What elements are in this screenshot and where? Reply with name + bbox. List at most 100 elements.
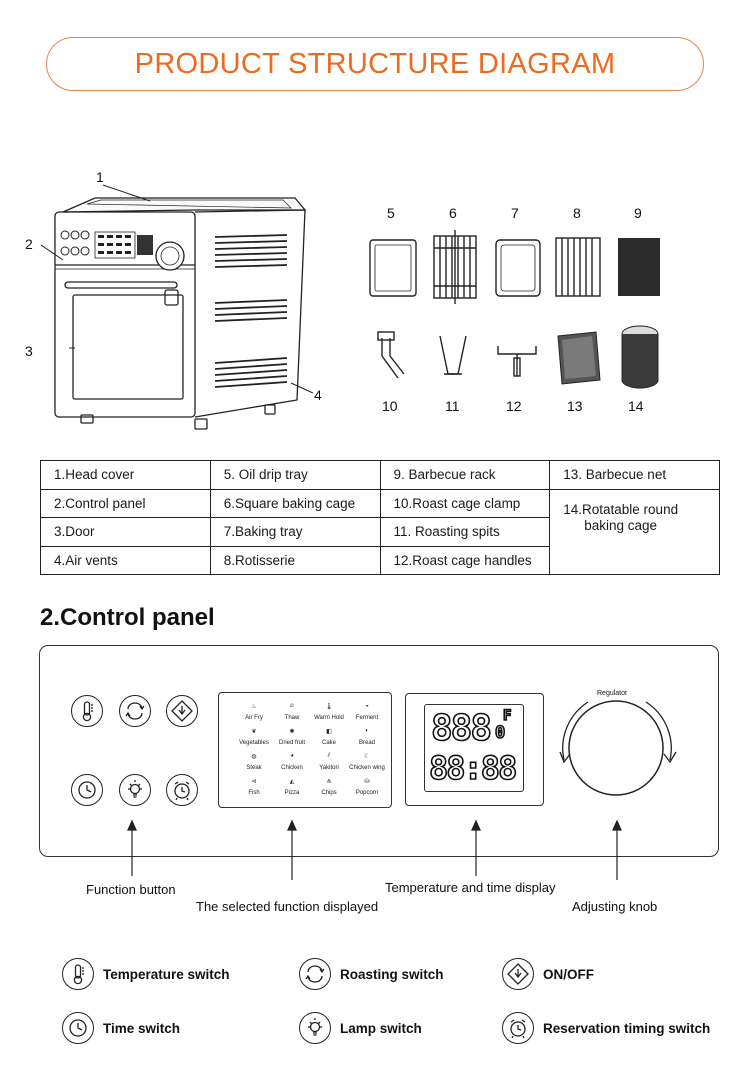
callout-number-2: 2	[25, 236, 33, 252]
function-label: Dried fruit	[278, 740, 305, 746]
power-diamond-icon	[171, 700, 193, 722]
function-label: Vegetables	[239, 740, 269, 746]
accessory-number-6: 6	[449, 205, 457, 221]
legend-label: Temperature switch	[103, 966, 230, 982]
lightbulb-icon	[128, 780, 142, 798]
accessory-number-12: 12	[506, 398, 522, 414]
roasting-switch-button[interactable]	[119, 695, 151, 727]
function-label: Warm Hold	[314, 715, 344, 721]
table-cell: 6.Square baking cage	[209, 488, 381, 518]
temperature-decimal: 0	[494, 723, 506, 743]
power-diamond-icon	[502, 958, 534, 990]
page-title: PRODUCT STRUCTURE DIAGRAM	[134, 47, 616, 80]
legend-roasting-switch: Roasting switch	[299, 957, 444, 991]
accessory-number-5: 5	[387, 205, 395, 221]
function-label: Yakitori	[319, 765, 339, 771]
fruit-icon: ✺	[289, 729, 295, 735]
table-cell-merged: 14.Rotatable round baking cage	[549, 488, 720, 575]
accessories-illustration	[369, 230, 660, 389]
reservation-timing-button[interactable]	[166, 774, 198, 806]
function-label: Popcorn	[355, 790, 379, 796]
table-cell: 5. Oil drip tray	[209, 460, 381, 490]
function-item: ☾Chicken wing	[346, 753, 388, 771]
function-item: ⫽ Yakitori	[308, 753, 350, 771]
skewer-icon: ⫽	[327, 753, 331, 759]
lightbulb-icon	[299, 1012, 331, 1044]
callout-lines	[127, 819, 622, 880]
legend-label: Lamp switch	[340, 1020, 422, 1036]
accessory-number-9: 9	[634, 205, 642, 221]
function-label: Chicken wing	[349, 765, 385, 771]
function-item: ◍ Steak	[233, 753, 275, 771]
vegetable-icon: ❦	[251, 729, 257, 735]
table-cell: 3.Door	[40, 517, 211, 547]
time-switch-button[interactable]	[71, 774, 103, 806]
rotate-icon	[299, 958, 331, 990]
table-cell: 12.Roast cage handles	[379, 545, 551, 575]
popcorn-icon: ⛁	[364, 779, 370, 785]
lamp-switch-button[interactable]	[119, 774, 151, 806]
table-cell: 7.Baking tray	[209, 517, 381, 547]
parts-table: 1.Head cover 5. Oil drip tray 9. Barbecu…	[40, 460, 720, 575]
legend-temperature-switch: Temperature switch	[62, 957, 230, 991]
table-row: 1.Head cover 5. Oil drip tray 9. Barbecu…	[40, 460, 720, 490]
function-label: Steak	[246, 765, 262, 771]
accessory-number-7: 7	[511, 205, 519, 221]
dough-icon: ◒	[365, 703, 369, 709]
regulator-knob[interactable]	[546, 680, 696, 810]
function-item: ⊲Fish	[233, 778, 275, 796]
legend-reservation-timing: Reservation timing switch	[502, 1011, 710, 1045]
callout-temp-time-display: Temperature and time display	[385, 880, 556, 895]
table-row: 2.Control panel 6.Square baking cage 10.…	[40, 488, 720, 575]
cake-icon: ◧	[326, 729, 332, 735]
legend-label: ON/OFF	[543, 966, 594, 982]
clock-icon	[62, 1012, 94, 1044]
lcd-screen: 888 0 F 88:88	[424, 704, 524, 792]
callout-number-4: 4	[314, 387, 322, 403]
clock-icon	[78, 781, 96, 799]
rotate-right-arrow	[645, 701, 672, 761]
table-cell: 8.Rotisserie	[209, 545, 381, 575]
legend-label: Reservation timing switch	[543, 1020, 711, 1036]
function-item: ◧ Cake	[308, 728, 350, 746]
table-cell: 1.Head cover	[40, 460, 211, 490]
bread-icon: ◐	[365, 728, 369, 734]
table-cell: 4.Air vents	[40, 545, 211, 575]
callout-number-1: 1	[96, 169, 104, 185]
table-cell: 11. Roasting spits	[379, 517, 551, 547]
function-label: Chips	[321, 790, 337, 796]
temperature-switch-button[interactable]	[71, 695, 103, 727]
legend-lamp-switch: Lamp switch	[299, 1011, 422, 1045]
function-label: Air Fry	[245, 715, 263, 721]
air-fryer-oven-illustration	[40, 184, 314, 430]
alarm-clock-icon	[502, 1012, 534, 1044]
callout-selected-function: The selected function displayed	[196, 899, 379, 914]
legend-label: Time switch	[103, 1020, 181, 1036]
table-cell-line: 14.Rotatable round	[563, 501, 679, 517]
accessory-number-14: 14	[628, 398, 644, 414]
on-off-button[interactable]	[166, 695, 198, 727]
steak-icon: ◍	[251, 754, 257, 760]
chips-icon: ⋔	[326, 779, 332, 785]
function-display: ♨Air Fry 🔥︎Thaw 🌡︎Warm Hold ◒Ferment ❦Ve…	[218, 692, 392, 808]
legend-time-switch: Time switch	[62, 1011, 180, 1045]
function-item: 🔥︎ Thaw	[271, 703, 313, 721]
knob-label: Regulator	[597, 690, 628, 697]
function-label: Thaw	[284, 715, 300, 721]
table-cell-line: baking cage	[584, 517, 658, 533]
function-item: ⋔ Chips	[308, 778, 350, 796]
function-item: ◭Pizza	[271, 778, 313, 796]
function-item: ♨Air Fry	[233, 703, 275, 721]
table-cell: 10.Roast cage clamp	[379, 488, 551, 518]
function-item: ❦ Vegetables	[233, 728, 275, 746]
flame-icon: 🔥︎	[289, 703, 295, 709]
legend-on-off: ON/OFF	[502, 957, 594, 991]
thermometer-icon	[82, 701, 93, 722]
lcd-display-frame: 888 0 F 88:88	[405, 693, 544, 806]
alarm-clock-icon	[174, 781, 190, 801]
function-label: Cake	[321, 740, 336, 746]
legend-label: Roasting switch	[340, 966, 444, 982]
title-banner: PRODUCT STRUCTURE DIAGRAM	[46, 37, 704, 91]
time-digits: 88:88	[428, 749, 518, 787]
temperature-digits: 888	[430, 708, 493, 749]
